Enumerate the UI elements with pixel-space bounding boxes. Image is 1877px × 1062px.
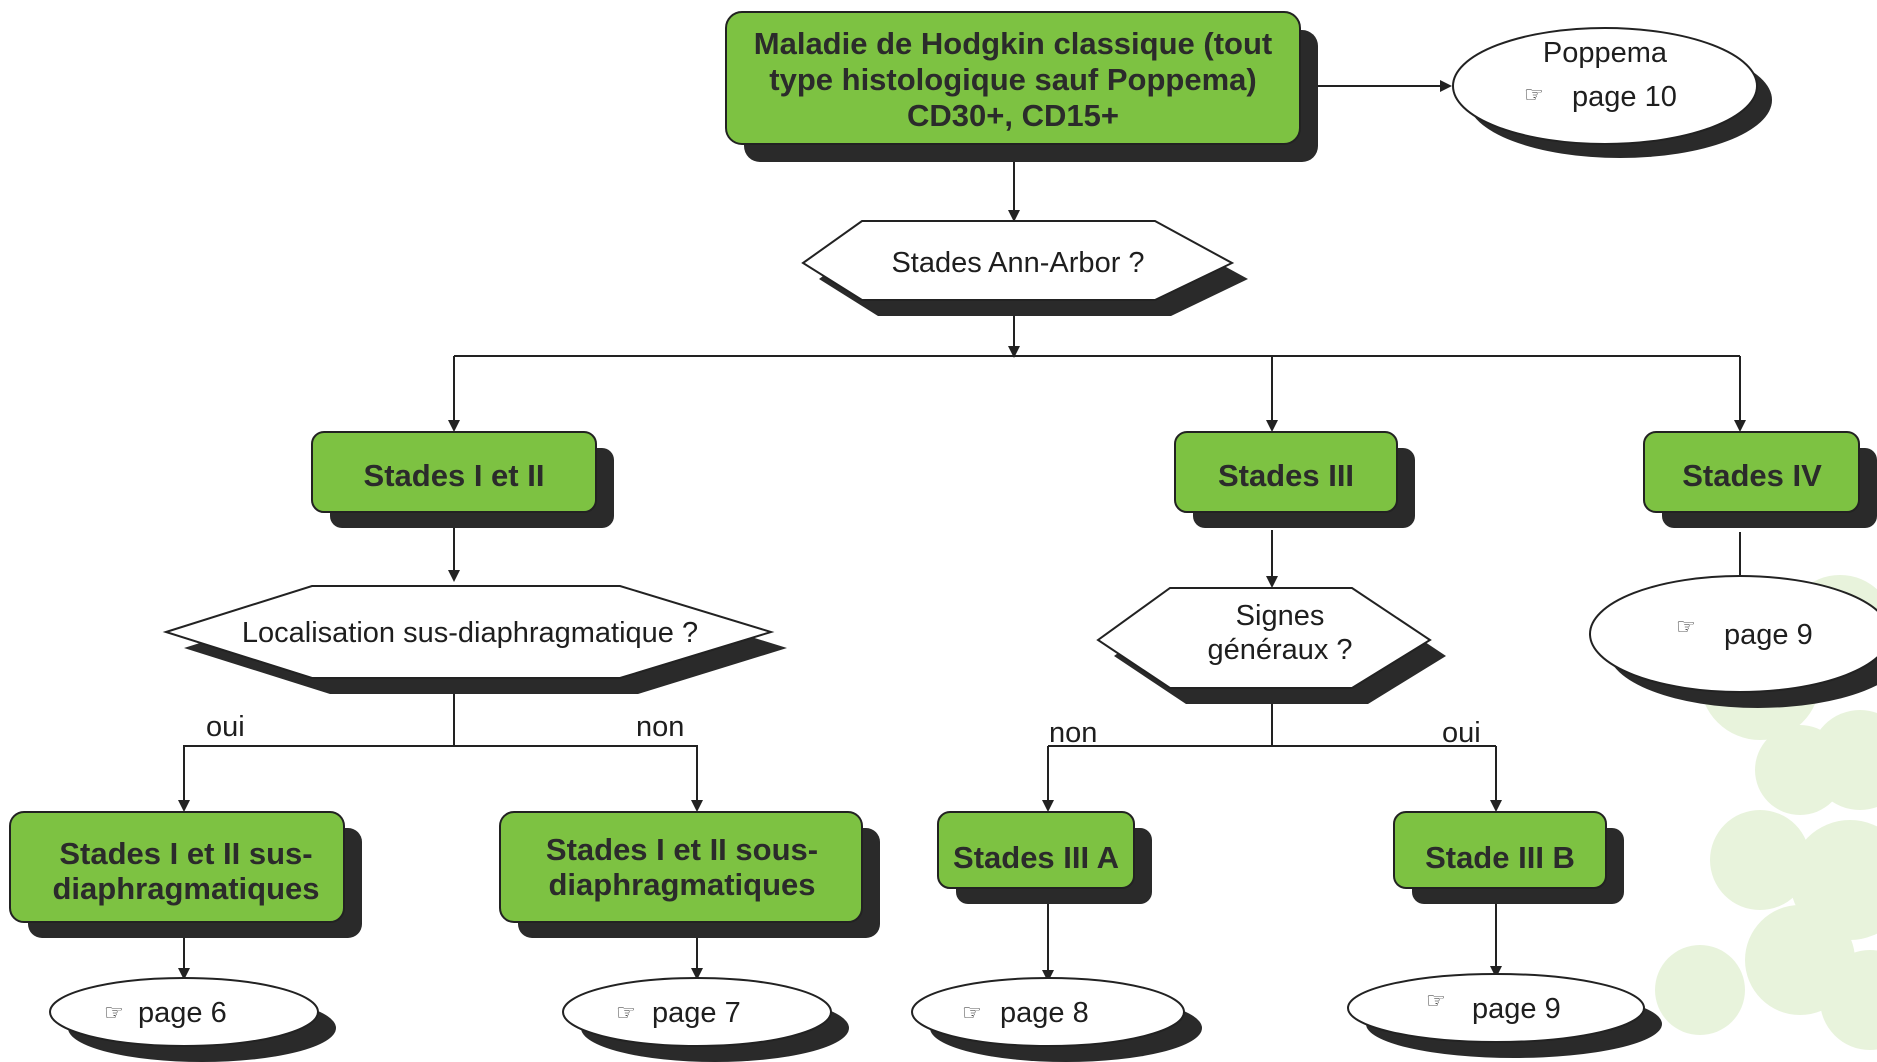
page-8-label: page 8 — [1000, 997, 1089, 1029]
stage-s4-node: Stades IV — [1643, 431, 1877, 528]
stage-s3-label: Stades III — [1218, 458, 1354, 493]
page-7-label: page 7 — [652, 997, 741, 1029]
root-text-line-2: type histologique sauf Poppema) — [769, 62, 1256, 97]
poppema-title: Poppema — [1543, 37, 1668, 69]
decision-localisation-text: Localisation sus-diaphragmatique ? — [242, 617, 698, 649]
leaf-iiia-label: Stades III A — [953, 840, 1119, 875]
decision-localisation: Localisation sus-diaphragmatique ? — [162, 585, 787, 694]
leaf-sus-line-1: Stades I et II sus- — [59, 836, 312, 871]
root-text-line-3: CD30+, CD15+ — [907, 98, 1119, 133]
leaf-iiib-label: Stade III B — [1425, 840, 1575, 875]
decision-signes: Signes généraux ? — [1096, 587, 1446, 704]
pointing-hand-icon: ☞ — [962, 1001, 982, 1026]
page-9-iv-node: ☞ page 9 — [1589, 575, 1877, 708]
branch-label-non-left: non — [636, 711, 684, 743]
page-7-node: ☞ page 7 — [562, 977, 849, 1062]
leaf-sus-line-2: diaphragmatiques — [53, 871, 320, 906]
poppema-node: Poppema ☞ page 10 — [1452, 27, 1772, 158]
root-text-line-1: Maladie de Hodgkin classique (tout — [754, 26, 1272, 61]
page-8-node: ☞ page 8 — [911, 977, 1202, 1062]
stage-s12-node: Stades I et II — [311, 431, 614, 528]
poppema-page-label: page 10 — [1572, 81, 1677, 113]
page-6-label: page 6 — [138, 997, 227, 1029]
stage-s4-label: Stades IV — [1682, 458, 1822, 493]
page-9-iiib-label: page 9 — [1472, 993, 1561, 1025]
pointing-hand-icon: ☞ — [1676, 615, 1696, 640]
pointing-hand-icon: ☞ — [1426, 989, 1446, 1014]
background-decoration — [1655, 575, 1877, 1050]
stage-s3-node: Stades III — [1174, 431, 1415, 528]
page-9-iv-label: page 9 — [1724, 619, 1813, 651]
pointing-hand-icon: ☞ — [616, 1001, 636, 1026]
stage-s12-label: Stades I et II — [364, 458, 545, 493]
branch-label-oui-left: oui — [206, 711, 245, 743]
branch-label-oui-right: oui — [1442, 717, 1481, 749]
leaf-sous-line-1: Stades I et II sous- — [546, 832, 818, 867]
pointing-hand-icon: ☞ — [104, 1001, 124, 1026]
leaf-sous-line-2: diaphragmatiques — [549, 867, 816, 902]
decision-ann-arbor-text: Stades Ann-Arbor ? — [891, 247, 1144, 279]
decision-signes-line-2: généraux ? — [1207, 634, 1352, 666]
leaf-iiib-node: Stade III B — [1393, 811, 1624, 904]
branch-label-non-right: non — [1049, 717, 1097, 749]
leaf-sus-node: Stades I et II sus- diaphragmatiques — [9, 811, 362, 938]
page-6-node: ☞ page 6 — [49, 977, 336, 1062]
decision-ann-arbor: Stades Ann-Arbor ? — [801, 220, 1248, 316]
decision-signes-line-1: Signes — [1236, 600, 1325, 632]
leaf-sous-node: Stades I et II sous- diaphragmatiques — [499, 811, 880, 938]
root-node: Maladie de Hodgkin classique (tout type … — [725, 11, 1318, 162]
connectors — [178, 80, 1746, 982]
leaf-iiia-node: Stades III A — [937, 811, 1152, 904]
page-9-iiib-node: ☞ page 9 — [1347, 973, 1662, 1058]
connector-localisation-branches — [183, 745, 698, 808]
pointing-hand-icon: ☞ — [1524, 83, 1544, 108]
